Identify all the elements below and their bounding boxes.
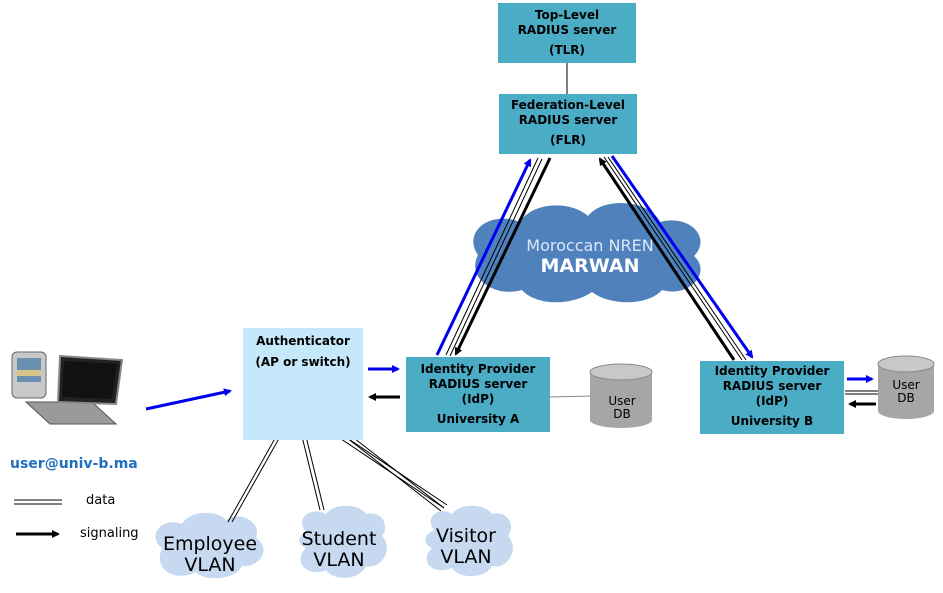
laptop-icon (24, 354, 124, 425)
tlr-abbr: (TLR) (548, 43, 586, 57)
idp-a-subtitle: RADIUS server (428, 377, 528, 391)
user-db-b-label: User DB (878, 379, 934, 405)
visitor-vlan-cloud (425, 505, 513, 577)
idp-b-subtitle: RADIUS server (722, 379, 822, 393)
authenticator-title: Authenticator (256, 334, 350, 348)
pda-icon (11, 351, 47, 399)
flr-idp-b-data-line-2 (607, 156, 747, 361)
user-db-b-line1: User (892, 378, 920, 392)
flr-to-idp-b-arrow (610, 155, 754, 359)
flr-abbr: (FLR) (549, 133, 587, 147)
employee-vlan-line1: Employee (162, 533, 258, 555)
user-db-b-icon (877, 355, 935, 419)
student-vlan-line1: Student (301, 528, 377, 550)
student-vlan-label: Student VLAN (294, 529, 384, 571)
idp-b-to-flr-arrow (598, 157, 736, 361)
user-db-a-line2: DB (613, 407, 631, 421)
employee-vlan-label: Employee VLAN (160, 534, 260, 576)
authenticator-subtitle: (AP or switch) (255, 355, 351, 369)
flr-idp-b-data-line (603, 156, 743, 361)
nren-label: Moroccan NREN MARWAN (500, 236, 680, 277)
flr-idp-a-data-line (445, 157, 539, 356)
idp-a-title: Identity Provider (420, 362, 536, 376)
legend-data-symbol (14, 499, 62, 505)
employee-vlan-link (227, 425, 287, 523)
employee-vlan-line2: VLAN (184, 554, 236, 576)
user-db-b-line2: DB (897, 391, 915, 405)
flr-box: Federation-Level RADIUS server (FLR) (499, 94, 637, 154)
tlr-box: Top-Level RADIUS server (TLR) (498, 3, 636, 63)
legend-signaling-label: signaling (80, 526, 139, 541)
user-label: user@univ-b.ma (10, 456, 138, 472)
student-vlan-cloud (299, 505, 387, 578)
flr-to-idp-a-arrow (454, 157, 552, 356)
idp-a-university: University A (436, 412, 520, 426)
user-db-a-label: User DB (592, 395, 652, 421)
flr-idp-a-data-line-2 (449, 158, 543, 357)
visitor-vlan-label: Visitor VLAN (426, 526, 506, 568)
nren-marwan: MARWAN (540, 255, 640, 277)
idp-a-to-flr-arrow (435, 158, 532, 356)
idp-b-abbr: (IdP) (755, 394, 789, 408)
nren-cloud (473, 203, 701, 303)
user-to-authenticator-arrow (145, 388, 232, 411)
idp-a-box: Identity Provider RADIUS server (IdP) Un… (406, 357, 550, 432)
idp-a-db-link (548, 395, 593, 398)
authenticator-box: Authenticator (AP or switch) (243, 328, 363, 440)
idp-a-abbr: (IdP) (461, 392, 495, 406)
flr-title: Federation-Level (510, 98, 626, 112)
idp-b-title: Identity Provider (714, 364, 830, 378)
employee-vlan-cloud (155, 512, 264, 579)
idp-b-box: Identity Provider RADIUS server (IdP) Un… (700, 361, 844, 434)
tlr-title: Top-Level (534, 8, 600, 22)
user-db-a-line1: User (608, 394, 636, 408)
student-vlan-line2: VLAN (313, 549, 365, 571)
idp-b-university: University B (730, 414, 814, 428)
visitor-vlan-line2: VLAN (440, 546, 492, 568)
tlr-subtitle: RADIUS server (517, 23, 617, 37)
visitor-vlan-line1: Visitor (436, 525, 496, 547)
nren-name: Moroccan NREN (526, 236, 654, 255)
legend-data-label: data (86, 493, 116, 508)
user-db-a-icon (589, 363, 653, 428)
flr-subtitle: RADIUS server (518, 113, 618, 127)
